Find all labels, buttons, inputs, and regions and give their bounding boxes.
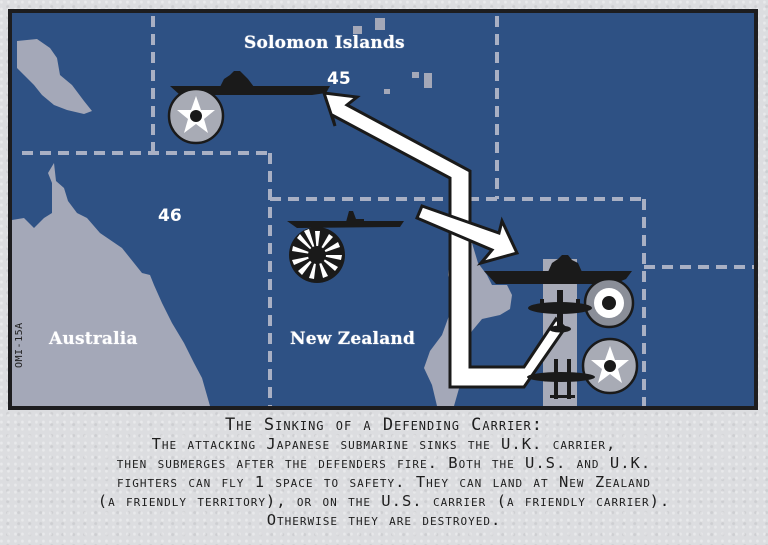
uk-fighter-unit	[528, 290, 592, 333]
sea-zone-number-45: 45	[327, 69, 351, 89]
caption: The Sinking of a Defending Carrier: The …	[0, 416, 768, 530]
caption-line: Otherwise they are destroyed.	[266, 511, 502, 529]
caption-line: (a friendly territory), or on the U.S. c…	[97, 492, 671, 510]
us-carrier-unit	[167, 71, 330, 145]
us-fighter-unit	[527, 337, 639, 399]
japanese-submarine-unit	[287, 211, 404, 283]
caption-line: fighters can fly 1 space to safety. They…	[117, 473, 651, 491]
map-code-label: OMI-15A	[14, 322, 25, 368]
territory-label-australia: Australia	[49, 329, 138, 349]
game-map: Solomon Islands Australia New Zealand 45…	[8, 9, 758, 410]
map-artwork	[12, 16, 754, 406]
uk-carrier-unit	[484, 255, 635, 329]
territory-label-new-zealand: New Zealand	[290, 329, 416, 349]
caption-line: The attacking Japanese submarine sinks t…	[151, 435, 617, 453]
territory-label-solomon-islands: Solomon Islands	[244, 33, 405, 53]
caption-line: then submerges after the defenders fire.…	[116, 454, 652, 472]
caption-title: The Sinking of a Defending Carrier:	[225, 415, 543, 435]
sea-zone-number-46: 46	[158, 206, 182, 226]
